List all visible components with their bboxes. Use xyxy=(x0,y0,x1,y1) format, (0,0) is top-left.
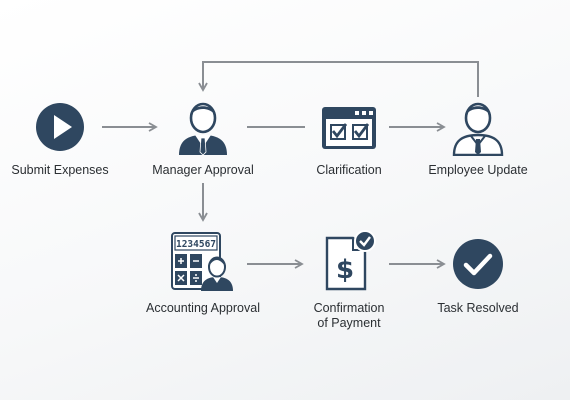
edge-employee-manager xyxy=(198,61,479,97)
node-submit-label: Submit Expenses xyxy=(11,163,109,177)
play-circle-icon xyxy=(36,103,84,151)
node-resolved-label: Task Resolved xyxy=(437,301,519,315)
svg-text:$: $ xyxy=(336,255,354,285)
node-clarification-label: Clarification xyxy=(316,163,382,177)
calculator-display: 1234567 xyxy=(176,239,216,250)
calculator-person-icon: 1234567 xyxy=(171,232,233,291)
node-employee-label: Employee Update xyxy=(428,163,528,177)
node-confirmation-label-line2: of Payment xyxy=(317,316,381,330)
node-accounting-label: Accounting Approval xyxy=(146,301,260,315)
node-manager-label: Manager Approval xyxy=(152,163,254,177)
employee-person-icon xyxy=(452,102,504,156)
node-confirmation-label-line1: Confirmation xyxy=(313,301,385,315)
check-circle-icon xyxy=(453,239,503,289)
checklist-window-icon xyxy=(322,107,376,149)
manager-person-icon xyxy=(179,102,227,156)
dollar-document-icon: $ xyxy=(325,230,376,291)
